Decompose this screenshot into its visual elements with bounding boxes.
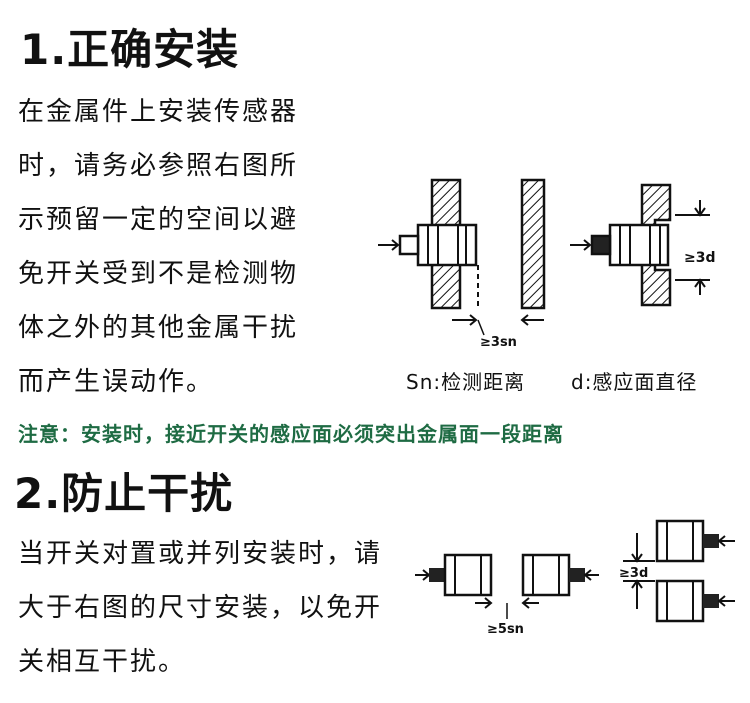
interference-diagram: ≥5sn ≥3d xyxy=(415,519,735,637)
section2-line: 大于右图的尺寸安装，以免开 xyxy=(18,593,383,623)
section1-line: 时，请务必参照右图所 xyxy=(18,151,299,181)
facing-sensors: ≥5sn xyxy=(415,553,599,637)
sn-distance-label: ≥3sn xyxy=(480,335,517,350)
section1-title: 1.正确安装 xyxy=(20,25,240,74)
section1-line: 体之外的其他金属干扰 xyxy=(18,313,299,343)
installation-diagram: ≥3sn ≥3d xyxy=(378,178,716,350)
section1-paragraph: 在金属件上安装传感器 时，请务必参照右图所 示预留一定的空间以避 免开关受到不是… xyxy=(18,85,348,409)
section1-line: 示预留一定的空间以避 xyxy=(18,205,299,235)
protruding-mount-sensor: ≥3d xyxy=(570,183,716,307)
parallel-sensors: ≥3d xyxy=(619,519,735,623)
section2-paragraph: 当开关对置或并列安装时，请 大于右图的尺寸安装，以免开 关相互干扰。 xyxy=(18,527,418,689)
flush-mount-sensor xyxy=(378,178,479,310)
installation-note: 注意：安装时，接近开关的感应面必须突出金属面一段距离 xyxy=(18,422,564,446)
d-spacing-label: ≥3d xyxy=(619,566,648,581)
sn-dimension: ≥3sn xyxy=(452,314,544,350)
sn-spacing-label: ≥5sn xyxy=(487,622,524,637)
section2-line: 当开关对置或并列安装时，请 xyxy=(18,539,383,569)
section2-title: 2.防止干扰 xyxy=(14,469,234,518)
caption-sensing-diameter: d:感应面直径 xyxy=(571,370,698,394)
section1-line: 免开关受到不是检测物 xyxy=(18,259,299,289)
d-distance-label: ≥3d xyxy=(684,250,716,266)
target-plate xyxy=(520,178,546,310)
section1-line: 在金属件上安装传感器 xyxy=(18,97,299,127)
caption-detection-distance: Sn:检测距离 xyxy=(406,370,526,394)
section1-line: 而产生误动作。 xyxy=(18,367,215,397)
section2-line: 关相互干扰。 xyxy=(18,647,187,677)
